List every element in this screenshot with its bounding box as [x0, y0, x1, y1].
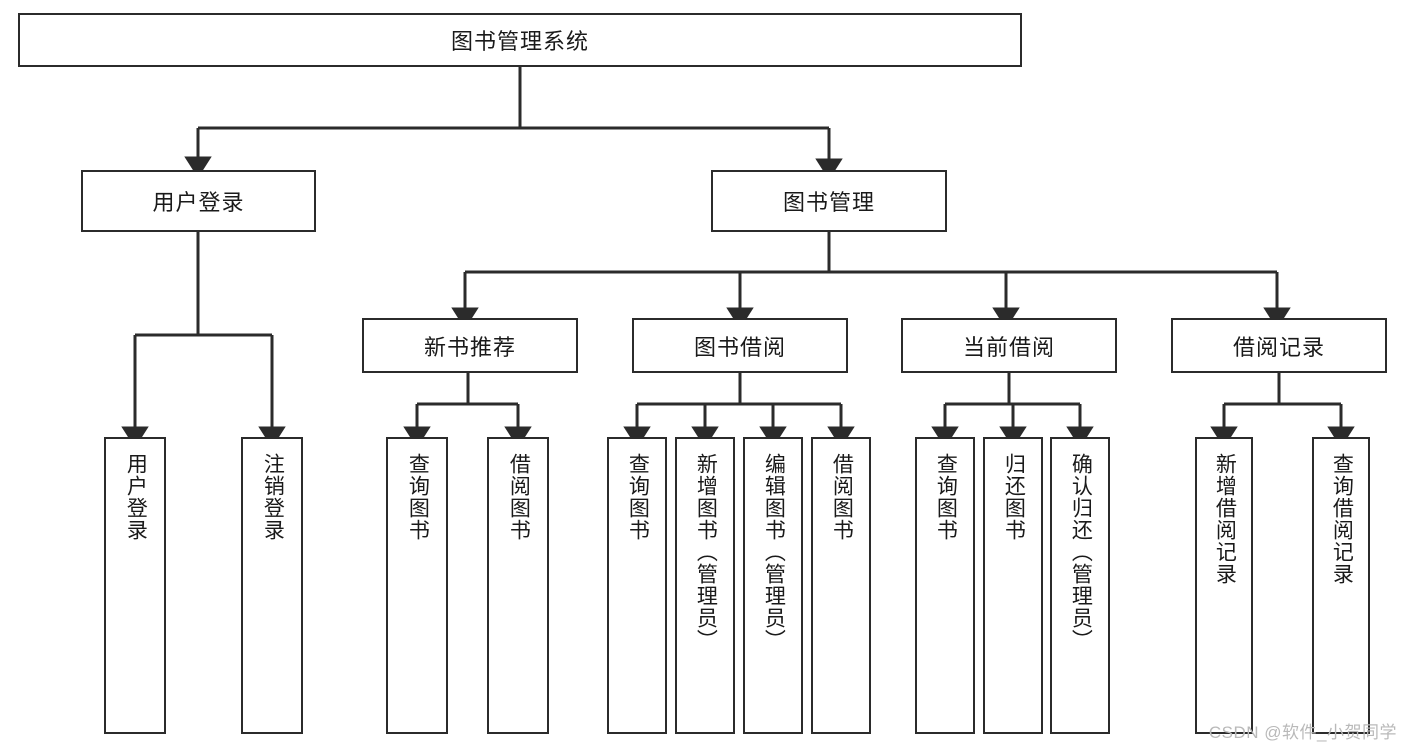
node-current-borrow[interactable]: 当前借阅 — [901, 318, 1117, 373]
leaf-query-borrow-record[interactable]: 查询借阅记录 — [1312, 437, 1370, 734]
node-label: 归还图书 — [1002, 453, 1026, 541]
node-label: 新书推荐 — [423, 334, 516, 360]
node-label: 借阅记录 — [1232, 334, 1325, 360]
node-label: 用户登录 — [152, 190, 245, 215]
leaf-query-book-borrow[interactable]: 查询图书 — [607, 437, 667, 734]
leaf-borrow-book[interactable]: 借阅图书 — [811, 437, 871, 734]
node-label: 新增图书（管理员） — [694, 453, 718, 651]
leaf-query-book-recommend[interactable]: 查询图书 — [386, 437, 448, 734]
node-label: 当前借阅 — [962, 334, 1055, 360]
leaf-return-book[interactable]: 归还图书 — [983, 437, 1043, 734]
watermark-text: CSDN @软件_小贺同学 — [1208, 723, 1397, 742]
leaf-add-borrow-record[interactable]: 新增借阅记录 — [1195, 437, 1253, 734]
leaf-borrow-book-recommend[interactable]: 借阅图书 — [487, 437, 549, 734]
node-book-borrow[interactable]: 图书借阅 — [632, 318, 848, 373]
node-label: 查询图书 — [406, 453, 430, 541]
node-label: 确认归还（管理员） — [1069, 453, 1093, 651]
node-label: 新增借阅记录 — [1213, 453, 1237, 585]
leaf-edit-book-admin[interactable]: 编辑图书（管理员） — [743, 437, 803, 734]
node-label: 用户登录 — [124, 453, 148, 541]
node-label: 查询图书 — [626, 453, 650, 541]
node-label: 注销登录 — [261, 453, 285, 541]
node-label: 编辑图书（管理员） — [762, 453, 786, 651]
leaf-logout[interactable]: 注销登录 — [241, 437, 303, 734]
node-label: 图书管理系统 — [450, 29, 589, 54]
node-label: 图书管理 — [782, 190, 875, 215]
node-user-login[interactable]: 用户登录 — [81, 170, 316, 232]
leaf-add-book-admin[interactable]: 新增图书（管理员） — [675, 437, 735, 734]
node-label: 查询图书 — [934, 453, 958, 541]
node-book-management[interactable]: 图书管理 — [711, 170, 947, 232]
node-label: 借阅图书 — [507, 453, 531, 541]
leaf-user-login[interactable]: 用户登录 — [104, 437, 166, 734]
node-label: 借阅图书 — [830, 453, 854, 541]
node-label: 图书借阅 — [693, 334, 786, 360]
node-label: 查询借阅记录 — [1330, 453, 1354, 585]
leaf-query-book-current[interactable]: 查询图书 — [915, 437, 975, 734]
node-new-book-recommend[interactable]: 新书推荐 — [362, 318, 578, 373]
node-borrow-record[interactable]: 借阅记录 — [1171, 318, 1387, 373]
node-root-book-management-system[interactable]: 图书管理系统 — [18, 13, 1022, 67]
leaf-confirm-return-admin[interactable]: 确认归还（管理员） — [1050, 437, 1110, 734]
